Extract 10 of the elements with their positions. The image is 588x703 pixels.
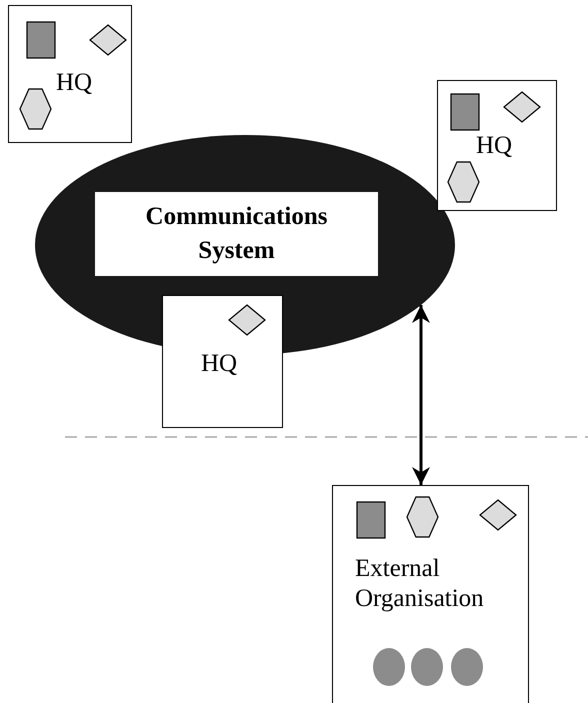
- site-box: [8, 5, 132, 143]
- box-label: HQ: [201, 349, 238, 379]
- site-box: [437, 80, 557, 211]
- arrow: [412, 305, 430, 485]
- site-box: [162, 295, 283, 428]
- box-label: HQ: [56, 68, 92, 98]
- box-label: HQ: [476, 131, 512, 161]
- box-label: External Organisation: [355, 554, 485, 614]
- organisation-box: [332, 485, 529, 703]
- system-title: Communications System: [144, 202, 328, 266]
